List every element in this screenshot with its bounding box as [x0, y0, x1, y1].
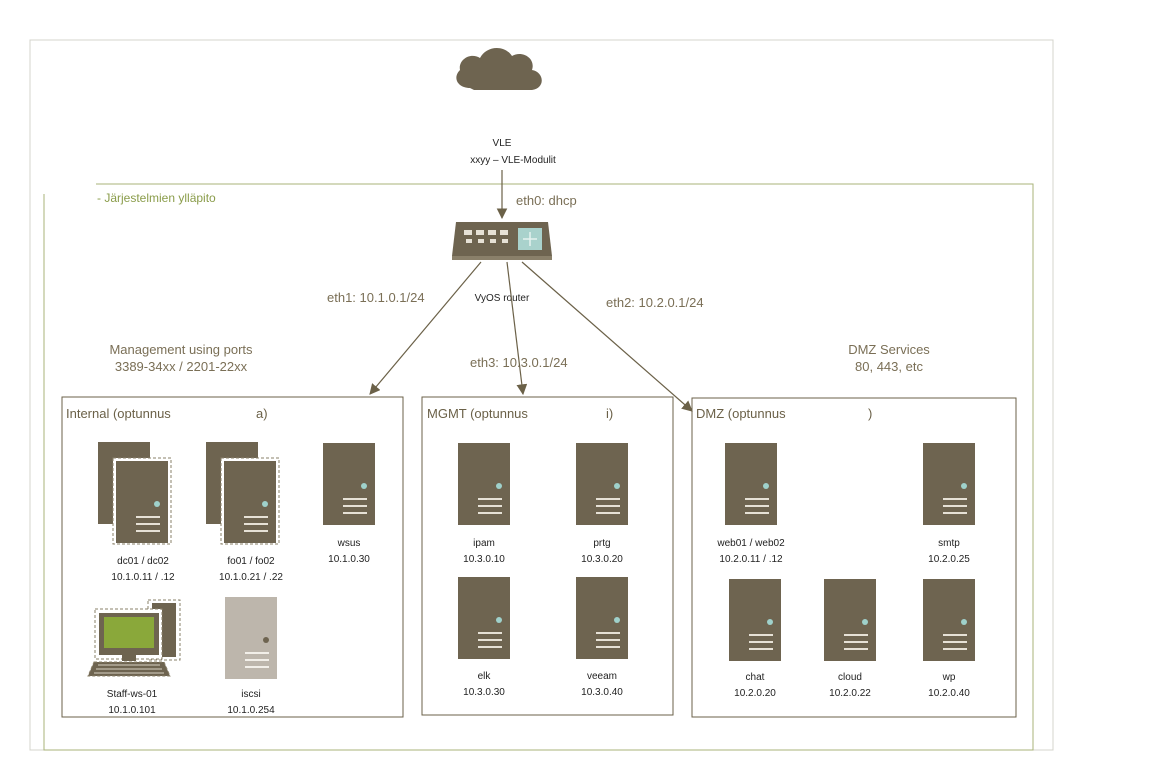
router-name: VyOS router [475, 293, 530, 304]
maintenance-box [43, 183, 1034, 751]
server-icon [206, 442, 280, 545]
cloud-name: VLE [493, 138, 512, 149]
host-ip: 10.3.0.10 [463, 554, 505, 565]
host-name: cloud [838, 672, 862, 683]
internal-panel: Internal (optunnus a) dc01 [61, 396, 404, 718]
host-ip: 10.2.0.22 [829, 688, 871, 699]
maintenance-title: - Järjestelmien ylläpito [97, 191, 216, 205]
host-ip: 10.2.0.40 [928, 688, 970, 699]
host-name: wsus [337, 538, 361, 549]
host-ip: 10.1.0.30 [328, 554, 370, 565]
host-name: elk [478, 671, 492, 682]
server-icon [98, 442, 172, 545]
dmz-note-line1: DMZ Services [848, 342, 930, 357]
host-ip: 10.1.0.101 [108, 705, 156, 716]
server-icon [923, 443, 975, 525]
host-ip: 10.1.0.254 [227, 705, 275, 716]
host-name: prtg [593, 538, 610, 549]
host-ip: 10.3.0.30 [463, 687, 505, 698]
dmz-panel: DMZ (optunnus ) web01 / web02 10.2.0.11 … [691, 397, 1017, 718]
dmz-note-line2: 80, 443, etc [855, 359, 923, 374]
server-icon [458, 443, 510, 525]
mgmt-title-tail: i) [606, 406, 613, 421]
management-note-line2: 3389-34xx / 2201-22xx [115, 359, 248, 374]
host-ip: 10.2.0.11 / .12 [719, 554, 783, 565]
cloud-icon [456, 47, 542, 90]
host-name: iscsi [241, 689, 260, 700]
eth2-label: eth2: 10.2.0.1/24 [606, 295, 704, 310]
host-ip: 10.2.0.25 [928, 554, 970, 565]
mgmt-title: MGMT (optunnus [427, 406, 528, 421]
internal-title-tail: a) [256, 406, 268, 421]
cloud-subtitle: xxyy – VLE-Modulit [470, 155, 556, 166]
eth2-line [521, 261, 693, 412]
host-name: ipam [473, 538, 495, 549]
workstation-icon [87, 599, 181, 677]
host-name: web01 / web02 [716, 538, 785, 549]
host-ip: 10.3.0.20 [581, 554, 623, 565]
storage-server-icon [225, 597, 277, 679]
server-icon [824, 579, 876, 661]
server-icon [576, 577, 628, 659]
host-ip: 10.2.0.20 [734, 688, 776, 699]
eth1-line [369, 261, 482, 395]
host-name: veeam [587, 671, 617, 682]
host-name: dc01 / dc02 [117, 556, 169, 567]
host-ip: 10.1.0.11 / .12 [111, 572, 175, 583]
server-icon [576, 443, 628, 525]
dmz-title: DMZ (optunnus [696, 406, 786, 421]
server-icon [729, 579, 781, 661]
host-name: wp [942, 672, 956, 683]
server-icon [923, 579, 975, 661]
server-icon [323, 443, 375, 525]
host-name: Staff-ws-01 [107, 689, 158, 700]
eth3-label: eth3: 10.3.0.1/24 [470, 355, 568, 370]
server-icon [725, 443, 777, 525]
internal-title: Internal (optunnus [66, 406, 171, 421]
outer-frame [29, 39, 1054, 751]
host-name: fo01 / fo02 [227, 556, 275, 567]
mgmt-panel: MGMT (optunnus i) ipam 10.3.0.10 prtg 10… [421, 396, 674, 716]
host-ip: 10.1.0.21 / .22 [219, 572, 283, 583]
router-icon [452, 222, 552, 260]
eth1-label: eth1: 10.1.0.1/24 [327, 290, 425, 305]
host-name: smtp [938, 538, 960, 549]
management-note-line1: Management using ports [109, 342, 253, 357]
uplink-label: eth0: dhcp [516, 193, 577, 208]
server-icon [458, 577, 510, 659]
host-ip: 10.3.0.40 [581, 687, 623, 698]
host-name: chat [746, 672, 765, 683]
dmz-title-tail: ) [868, 406, 872, 421]
eth3-line [506, 261, 528, 396]
